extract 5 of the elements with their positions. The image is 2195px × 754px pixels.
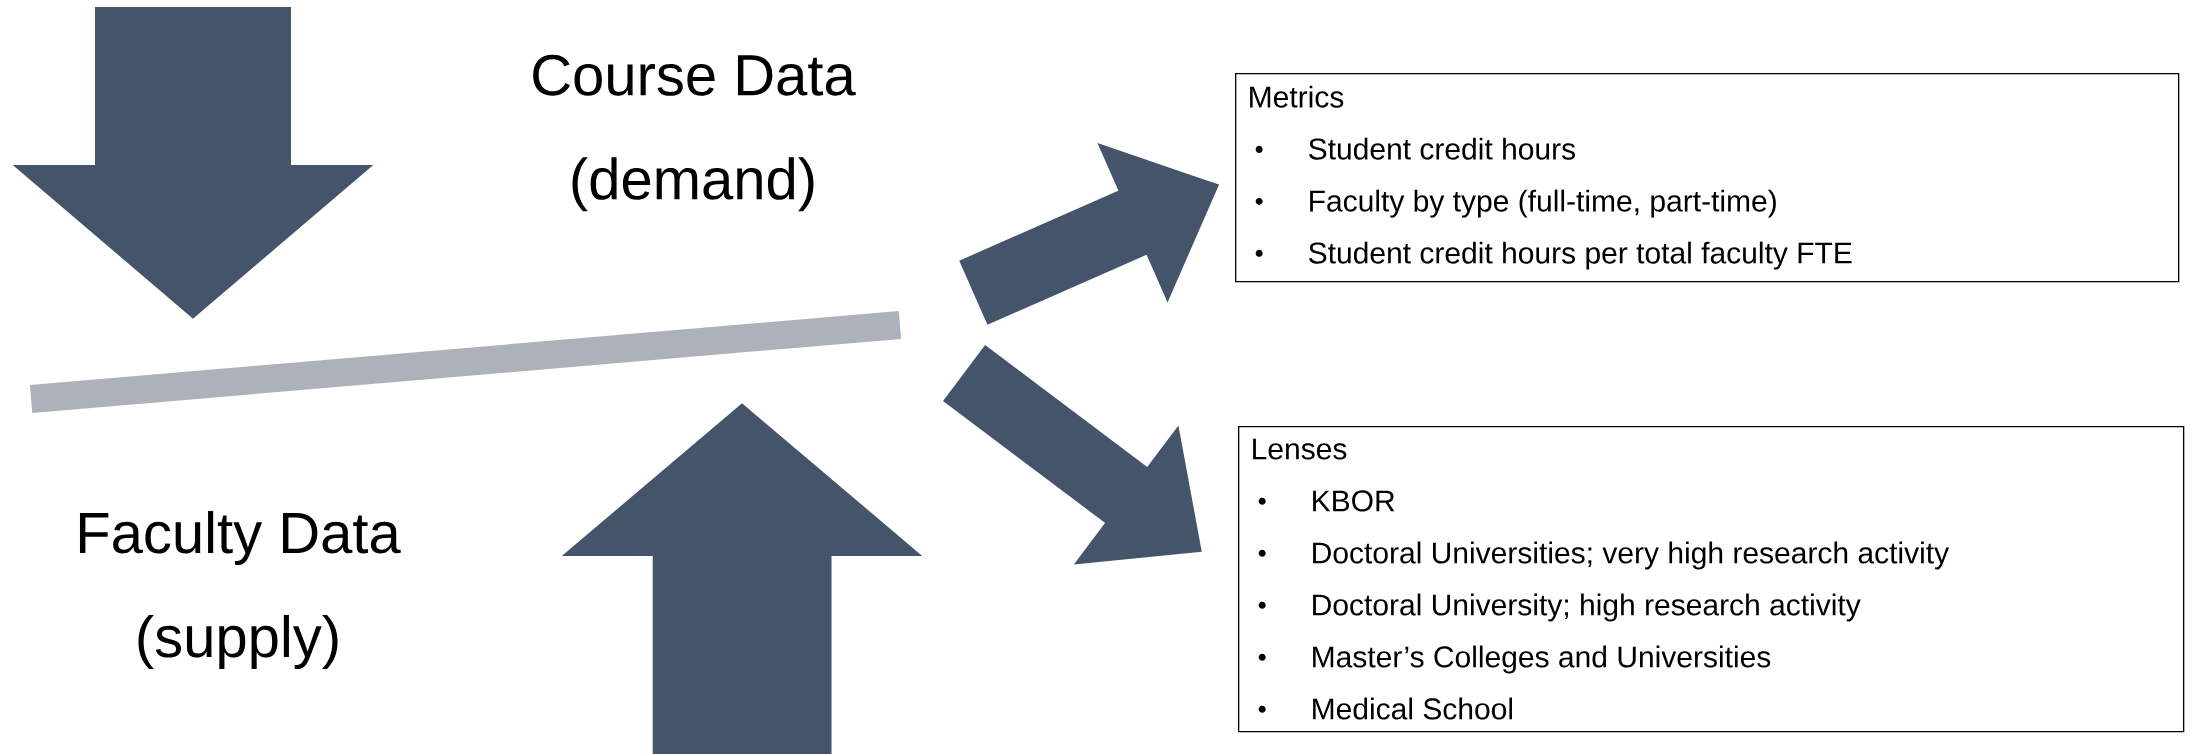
heading-text: Faculty Data (supply) [80,510,401,669]
balance-bar [29,311,902,413]
heading-text: Course Data (demand) [533,54,856,212]
text-box: Metrics Student credit hours Faculty by type (full-time, part-time) Student credit hours per total faculty FTE [1235,73,2180,283]
text-box: Lenses KBOR Doctoral Universities; very high research activity Doctoral University; high research activity Master’s Colleges and Universities Medical School [1238,426,2185,733]
